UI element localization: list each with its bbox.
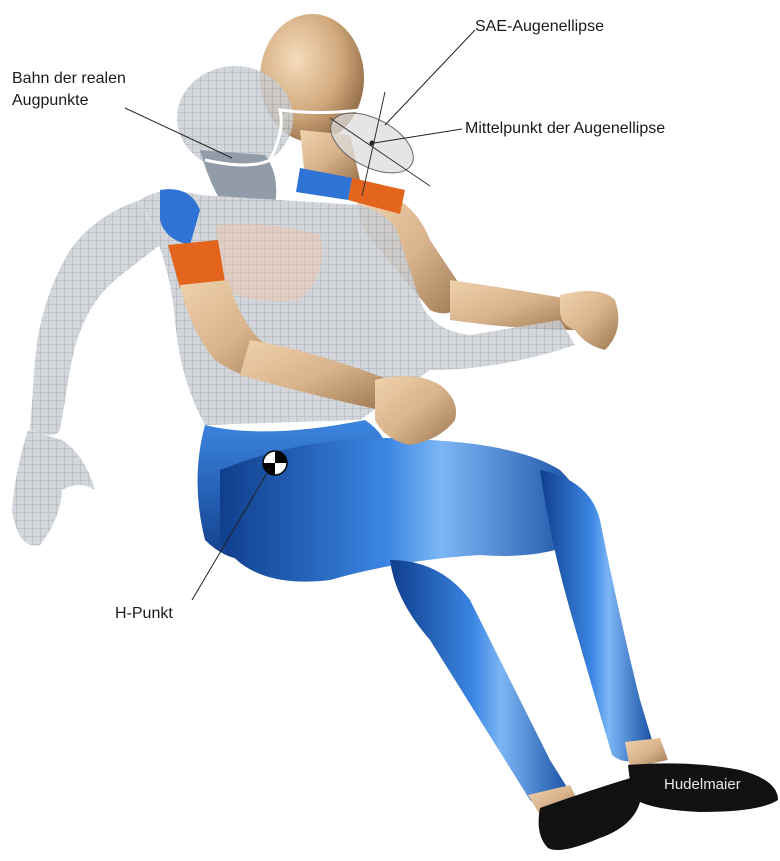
leader-sae-ellipse: [385, 30, 475, 125]
label-h-point: H-Punkt: [115, 603, 173, 625]
blue-lower-leg-front: [540, 470, 655, 761]
label-eyellipse-center: Mittelpunkt der Augenellipse: [465, 118, 665, 140]
gray-left-hand: [12, 430, 95, 546]
h-point-marker: [263, 451, 287, 475]
tan-left-hand: [375, 376, 456, 445]
label-eye-path-line1: Bahn der realen: [12, 68, 126, 90]
ellipse-center-point: [370, 141, 375, 146]
gray-left-arm: [30, 200, 160, 435]
label-eye-path-line2: Augpunkte: [12, 90, 126, 112]
gray-chest-skin: [215, 224, 323, 302]
watermark: Hudelmaier: [664, 776, 741, 793]
blue-lower-leg-rear: [390, 560, 575, 810]
label-eye-path: Bahn der realen Augpunkte: [12, 68, 126, 112]
label-sae-eyellipse: SAE-Augenellipse: [475, 16, 604, 38]
